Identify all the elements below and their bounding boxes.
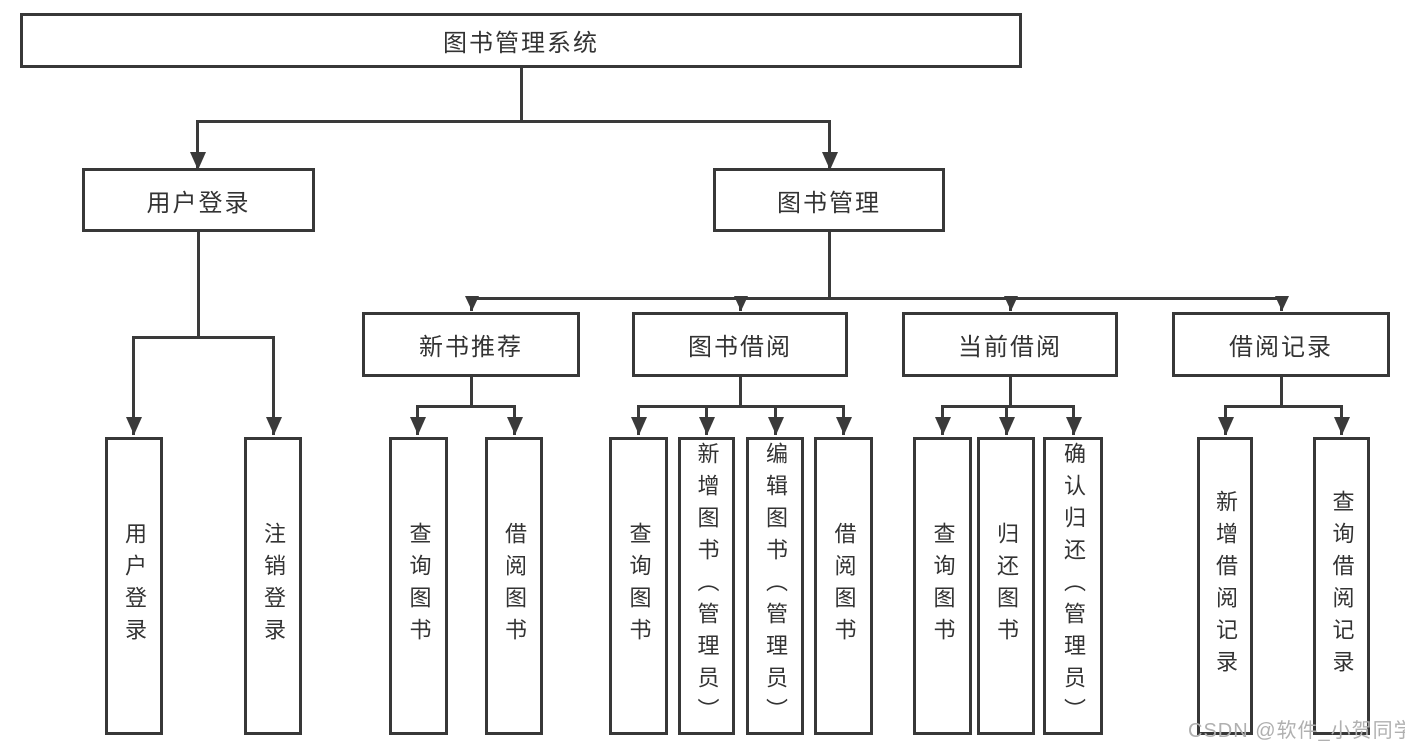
leaf-borrow-query: 查询图书 bbox=[609, 437, 668, 735]
connector-arrow-borrow-edit bbox=[774, 405, 777, 435]
connector-arrow-add-record bbox=[1224, 405, 1227, 435]
node-book-management-label: 图书管理 bbox=[777, 189, 881, 217]
watermark-text: CSDN @软件_小贺同学 bbox=[1188, 720, 1405, 742]
connector-root-stem bbox=[520, 68, 523, 120]
leaf-current-query: 查询图书 bbox=[913, 437, 972, 735]
node-borrow-records-label: 借阅记录 bbox=[1229, 334, 1333, 361]
leaf-borrow-query-label: 查询图书 bbox=[626, 522, 652, 650]
node-root: 图书管理系统 bbox=[20, 13, 1022, 68]
connector-arrow-book-borrow bbox=[739, 297, 742, 311]
connector-book-management-stem bbox=[828, 232, 831, 297]
connector-borrow-records-rail bbox=[1224, 405, 1342, 408]
leaf-return-book: 归还图书 bbox=[977, 437, 1035, 735]
connector-arrow-book-management bbox=[828, 120, 831, 170]
connector-level2-rail bbox=[196, 120, 830, 123]
connector-arrow-current-query bbox=[941, 405, 944, 435]
connector-current-borrow-stem bbox=[1009, 377, 1012, 405]
leaf-query-borrow-record-label: 查询借阅记录 bbox=[1329, 490, 1355, 682]
node-book-borrow-label: 图书借阅 bbox=[688, 334, 792, 361]
leaf-return-book-label: 归还图书 bbox=[994, 522, 1019, 650]
leaf-logout-label: 注销登录 bbox=[261, 522, 286, 650]
node-book-borrow: 图书借阅 bbox=[632, 312, 848, 377]
node-current-borrow-label: 当前借阅 bbox=[958, 334, 1062, 361]
leaf-user-login: 用户登录 bbox=[105, 437, 163, 735]
leaf-borrow-book-label: 借阅图书 bbox=[831, 522, 857, 650]
connector-arrow-borrow-records bbox=[1280, 297, 1283, 311]
node-user-login: 用户登录 bbox=[82, 168, 315, 232]
leaf-confirm-return-label: 确认归还（管理员） bbox=[1061, 442, 1086, 730]
connector-arrow-borrow-book bbox=[842, 405, 845, 435]
connector-arrow-new-book-recommend bbox=[470, 297, 473, 311]
leaf-user-login-label: 用户登录 bbox=[122, 522, 147, 650]
leaf-borrow-book: 借阅图书 bbox=[814, 437, 873, 735]
leaf-query-borrow-record: 查询借阅记录 bbox=[1313, 437, 1370, 735]
node-current-borrow: 当前借阅 bbox=[902, 312, 1118, 377]
connector-arrow-return-book bbox=[1005, 405, 1008, 435]
connector-arrow-newbooks-borrow bbox=[513, 405, 516, 435]
node-new-book-recommend: 新书推荐 bbox=[362, 312, 580, 377]
connector-current-borrow-rail bbox=[941, 405, 1075, 408]
connector-user-login-stem bbox=[197, 232, 200, 336]
leaf-newbooks-query: 查询图书 bbox=[389, 437, 448, 735]
connector-arrow-current-borrow bbox=[1009, 297, 1012, 311]
connector-arrow-leaf-logout bbox=[272, 336, 275, 435]
leaf-borrow-edit-book-label: 编辑图书（管理员） bbox=[763, 442, 788, 730]
connector-user-login-rail bbox=[132, 336, 275, 339]
connector-book-borrow-stem bbox=[739, 377, 742, 405]
leaf-borrow-add-book-label: 新增图书（管理员） bbox=[694, 442, 720, 730]
connector-arrow-confirm-return bbox=[1072, 405, 1075, 435]
connector-arrow-query-record bbox=[1340, 405, 1343, 435]
leaf-borrow-edit-book: 编辑图书（管理员） bbox=[746, 437, 804, 735]
leaf-current-query-label: 查询图书 bbox=[930, 522, 956, 650]
leaf-logout: 注销登录 bbox=[244, 437, 302, 735]
connector-new-book-recommend-stem bbox=[470, 377, 473, 405]
leaf-add-borrow-record-label: 新增借阅记录 bbox=[1213, 490, 1238, 682]
node-root-label: 图书管理系统 bbox=[443, 30, 599, 57]
connector-new-book-recommend-rail bbox=[416, 405, 516, 408]
connector-level3-rail bbox=[470, 297, 1283, 300]
connector-arrow-newbooks-query bbox=[416, 405, 419, 435]
leaf-newbooks-query-label: 查询图书 bbox=[406, 522, 432, 650]
leaf-newbooks-borrow-label: 借阅图书 bbox=[502, 522, 527, 650]
leaf-borrow-add-book: 新增图书（管理员） bbox=[678, 437, 735, 735]
leaf-newbooks-borrow: 借阅图书 bbox=[485, 437, 543, 735]
connector-arrow-user-login bbox=[196, 120, 199, 170]
node-book-management: 图书管理 bbox=[713, 168, 945, 232]
connector-arrow-leaf-user-login bbox=[132, 336, 135, 435]
leaf-confirm-return: 确认归还（管理员） bbox=[1043, 437, 1103, 735]
node-user-login-label: 用户登录 bbox=[146, 189, 251, 217]
connector-borrow-records-stem bbox=[1280, 377, 1283, 405]
node-new-book-recommend-label: 新书推荐 bbox=[419, 334, 523, 361]
connector-book-borrow-rail bbox=[637, 405, 845, 408]
connector-arrow-borrow-query bbox=[637, 405, 640, 435]
node-borrow-records: 借阅记录 bbox=[1172, 312, 1390, 377]
connector-arrow-borrow-add bbox=[705, 405, 708, 435]
leaf-add-borrow-record: 新增借阅记录 bbox=[1197, 437, 1253, 735]
